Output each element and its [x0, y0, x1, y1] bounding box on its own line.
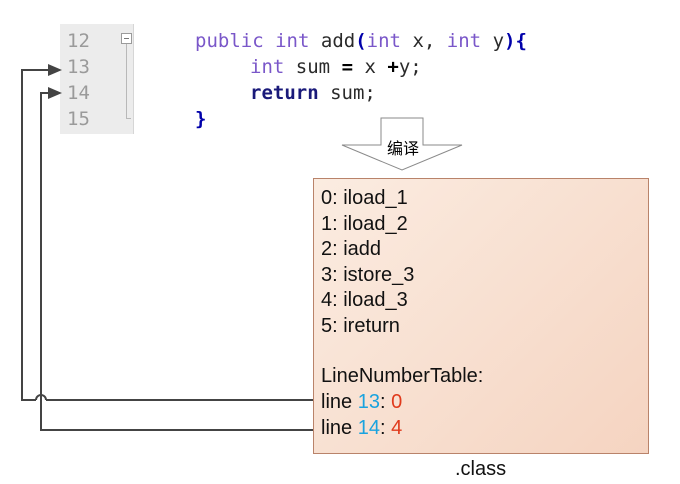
- operator: +: [387, 56, 399, 78]
- connector-to-line14: [40, 92, 313, 431]
- bytecode-instruction: 4: iload_3: [321, 289, 408, 311]
- gutter-divider: [133, 24, 134, 134]
- brace: {: [515, 30, 527, 52]
- identifier: y;: [398, 56, 422, 78]
- connector-to-line13: [21, 69, 52, 401]
- param: x,: [412, 30, 436, 52]
- identifier: sum: [295, 56, 331, 78]
- paren: ): [504, 30, 516, 52]
- line-number-entry: line 13: 0: [321, 389, 402, 415]
- bytecode-instruction: 5: ireturn: [321, 315, 400, 337]
- entry-prefix: line: [321, 417, 358, 439]
- arrowhead-line14: [48, 87, 62, 99]
- keyword: int: [446, 30, 482, 52]
- bytecode-instruction: 0: iload_1: [321, 187, 408, 209]
- line-number-entry: line 14: 4: [321, 415, 402, 441]
- pc-offset: 0: [391, 391, 403, 413]
- keyword: return: [250, 82, 319, 104]
- entry-prefix: line: [321, 391, 358, 413]
- entry-separator: :: [379, 391, 392, 413]
- entry-separator: :: [379, 417, 392, 439]
- code-line-12: public int add(int x, int y){: [195, 28, 527, 54]
- bytecode-instruction: 2: iadd: [321, 238, 382, 260]
- line-number: 14: [67, 82, 90, 104]
- keyword: int: [366, 30, 401, 52]
- line-number: 13: [67, 56, 90, 78]
- source-line-number: 13: [357, 391, 380, 413]
- bytecode-instruction: 3: istore_3: [321, 264, 415, 286]
- compile-label: 编译: [386, 141, 419, 158]
- code-line-15: }: [195, 106, 206, 132]
- param: y: [492, 30, 505, 52]
- compile-arrow-icon: [341, 117, 463, 171]
- bytecode-instruction: 1: iload_2: [321, 213, 408, 235]
- operator: =: [341, 56, 354, 78]
- fold-toggle-icon[interactable]: [121, 33, 132, 44]
- keyword: int: [250, 56, 285, 78]
- identifier: sum;: [330, 82, 376, 104]
- class-file-box: [313, 178, 649, 454]
- arrowhead-line13: [48, 64, 62, 76]
- fold-guide-end: [126, 118, 131, 119]
- pc-offset: 4: [391, 417, 403, 439]
- class-file-label: .class: [455, 458, 507, 480]
- paren: (: [355, 30, 367, 52]
- line-number: 15: [67, 108, 90, 130]
- fold-guide: [126, 44, 127, 118]
- editor-gutter: [60, 24, 133, 134]
- source-line-number: 14: [357, 417, 380, 439]
- code-line-13: int sum = x +y;: [250, 54, 422, 80]
- keyword: int: [275, 30, 310, 52]
- identifier: x: [364, 56, 376, 78]
- line-number-table-title: LineNumberTable:: [321, 365, 484, 387]
- brace: }: [195, 108, 207, 130]
- keyword: public: [195, 30, 264, 52]
- code-line-14: return sum;: [250, 80, 376, 106]
- line-number: 12: [67, 30, 90, 52]
- method-name: add: [320, 30, 356, 52]
